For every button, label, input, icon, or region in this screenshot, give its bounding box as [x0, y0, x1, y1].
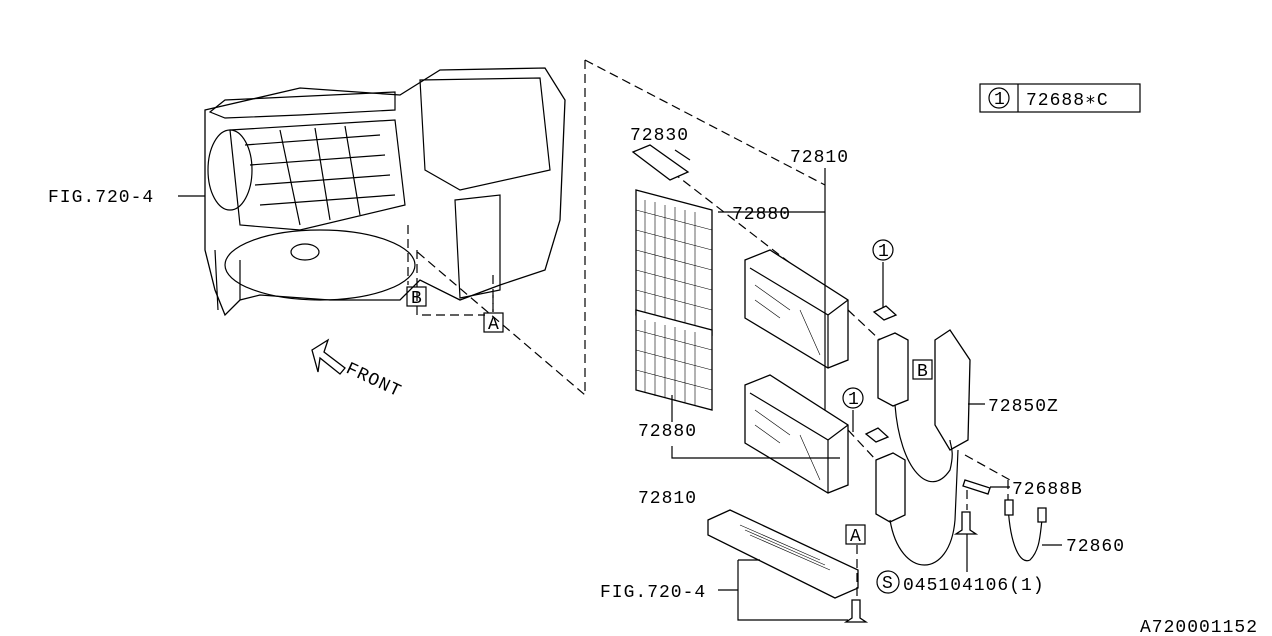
label-72850z: 72850Z — [988, 397, 1059, 417]
marker-a-cover: A — [845, 524, 866, 547]
label-72860: 72860 — [1066, 537, 1125, 557]
cover-panel — [707, 509, 859, 599]
fig-ref-top[interactable]: FIG.720-4 — [48, 188, 154, 208]
svg-text:B: B — [411, 289, 423, 309]
ref-1-lower: 1 — [842, 387, 864, 410]
legend-part: 72688∗C — [1026, 91, 1109, 111]
label-72688b: 72688B — [1012, 480, 1083, 500]
screw — [953, 511, 979, 535]
sensor-lower — [875, 452, 906, 523]
filter-case-upper — [744, 249, 849, 369]
clip-72830 — [631, 144, 690, 181]
front-arrow-icon: FRONT — [311, 338, 404, 402]
clip-upper — [872, 305, 898, 321]
filter-case-lower — [744, 374, 849, 494]
marker-b-unit: B — [406, 286, 427, 309]
svg-text:B: B — [917, 362, 929, 382]
marker-b-harness: B — [912, 359, 933, 382]
fig-ref-bottom[interactable]: FIG.720-4 — [600, 583, 706, 603]
sensor-upper — [877, 332, 909, 407]
leader-lines — [407, 59, 826, 397]
label-72810-top: 72810 — [790, 148, 849, 168]
bolt — [843, 599, 869, 623]
label-72880-top: 72880 — [732, 205, 791, 225]
label-72830: 72830 — [630, 126, 689, 146]
svg-text:1: 1 — [848, 390, 860, 410]
legend-box: 1 72688∗C — [979, 83, 1141, 113]
diagram-id: A720001152 — [1140, 618, 1258, 636]
front-label: FRONT — [342, 359, 404, 402]
svg-text:A: A — [850, 527, 862, 547]
screw-symbol-circle — [876, 570, 900, 594]
pin-72688b — [962, 479, 991, 495]
svg-text:1: 1 — [878, 242, 890, 262]
filter-lower — [635, 309, 713, 411]
label-72880-bottom: 72880 — [638, 422, 697, 442]
screw-symbol: S — [882, 574, 894, 594]
amplifier-72850z — [934, 329, 971, 451]
ref-1-upper: 1 — [872, 239, 894, 262]
marker-a-unit: A — [483, 312, 504, 335]
label-screw: 045104106(1) — [903, 576, 1045, 596]
clip-lower — [864, 427, 890, 443]
hvac-unit-drawing — [204, 67, 566, 317]
wire-harness — [889, 404, 959, 566]
label-72810-bottom: 72810 — [638, 489, 697, 509]
sensor-72860-wire — [1007, 504, 1043, 562]
svg-text:A: A — [488, 315, 500, 335]
legend-ref: 1 — [994, 90, 1006, 110]
